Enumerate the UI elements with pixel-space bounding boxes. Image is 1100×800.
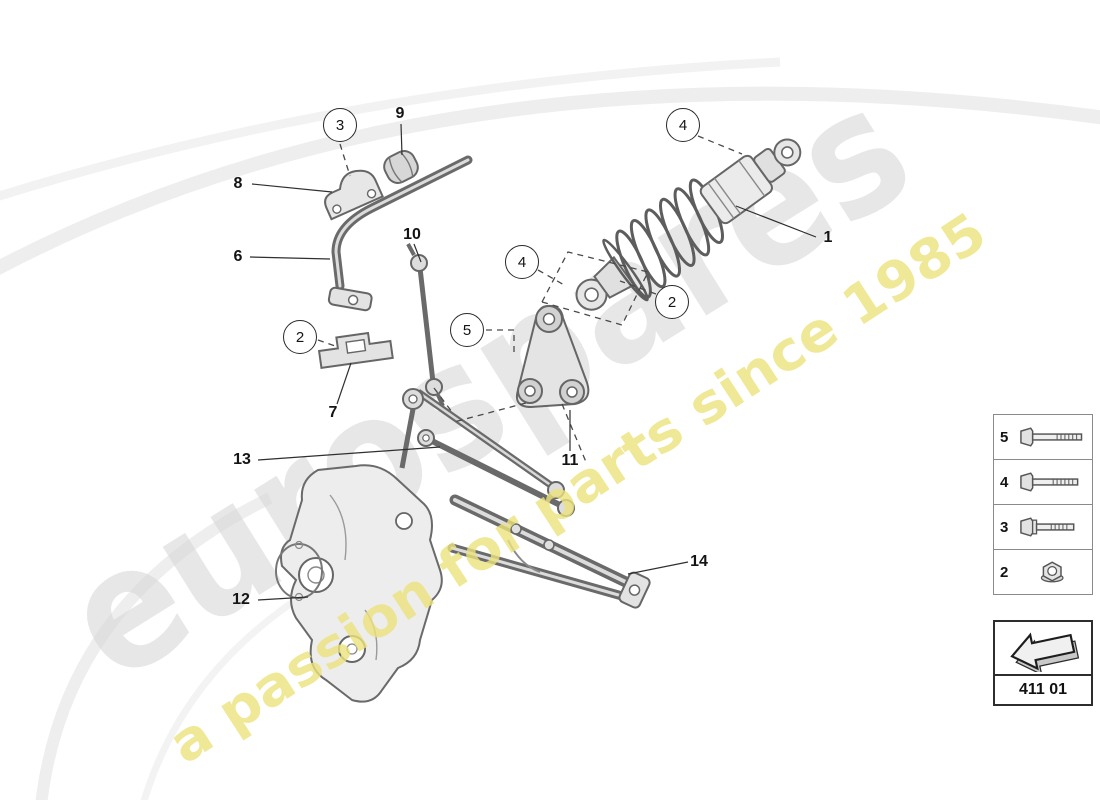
callout-8[interactable]: 8 (233, 175, 243, 192)
stabilizer-bushing (383, 150, 419, 184)
shock-absorber (575, 138, 802, 311)
flange-nut-icon (1040, 561, 1064, 583)
hex-bolt-long-icon (1019, 472, 1078, 492)
callout-circled-3[interactable]: 3 (323, 108, 357, 142)
hex-bolt-short-icon (1019, 517, 1075, 537)
legend-item-2[interactable]: 2 (993, 549, 1093, 595)
section-code-box[interactable]: 411 01 (993, 620, 1093, 706)
legend-item-number: 2 (1000, 563, 1009, 581)
callout-circled-2-mid[interactable]: 2 (655, 285, 689, 319)
callout-10[interactable]: 10 (403, 226, 421, 243)
hex-bolt-long-icon (1019, 427, 1082, 447)
callout-circled-2-left[interactable]: 2 (283, 320, 317, 354)
callout-14[interactable]: 14 (690, 553, 708, 570)
arrow-area (995, 622, 1091, 674)
section-code: 411 01 (995, 674, 1091, 704)
stabilizer-bar (327, 155, 473, 312)
callout-9[interactable]: 9 (395, 105, 405, 122)
legend-item-3[interactable]: 3 (993, 504, 1093, 550)
legend-item-5[interactable]: 5 (993, 414, 1093, 460)
rocker-bracket (515, 304, 590, 409)
clamp-block (317, 331, 394, 369)
callout-7[interactable]: 7 (328, 404, 338, 421)
dashed-reference-lines (317, 135, 743, 463)
direction-arrow-icon (1010, 632, 1080, 672)
callout-circled-4-top[interactable]: 4 (666, 108, 700, 142)
legend-item-number: 5 (1000, 428, 1009, 446)
callout-circled-4-mid[interactable]: 4 (505, 245, 539, 279)
callout-circled-5[interactable]: 5 (450, 313, 484, 347)
callout-1[interactable]: 1 (823, 229, 833, 246)
stabilizer-link (406, 243, 445, 407)
callout-6[interactable]: 6 (233, 248, 243, 265)
subframe-crossmember (447, 494, 651, 609)
callout-13[interactable]: 13 (233, 451, 251, 468)
leader-lines (249, 123, 817, 601)
stabilizer-clamp-bracket (324, 169, 384, 221)
wheel-knuckle (275, 464, 443, 703)
legend-item-number: 3 (1000, 518, 1009, 536)
callout-11[interactable]: 11 (561, 452, 579, 469)
legend-item-4[interactable]: 4 (993, 459, 1093, 505)
fastener-legend: 5 4 3 2 (993, 414, 1093, 595)
legend-item-number: 4 (1000, 473, 1009, 491)
control-arms (399, 388, 575, 517)
callout-12[interactable]: 12 (232, 591, 250, 608)
